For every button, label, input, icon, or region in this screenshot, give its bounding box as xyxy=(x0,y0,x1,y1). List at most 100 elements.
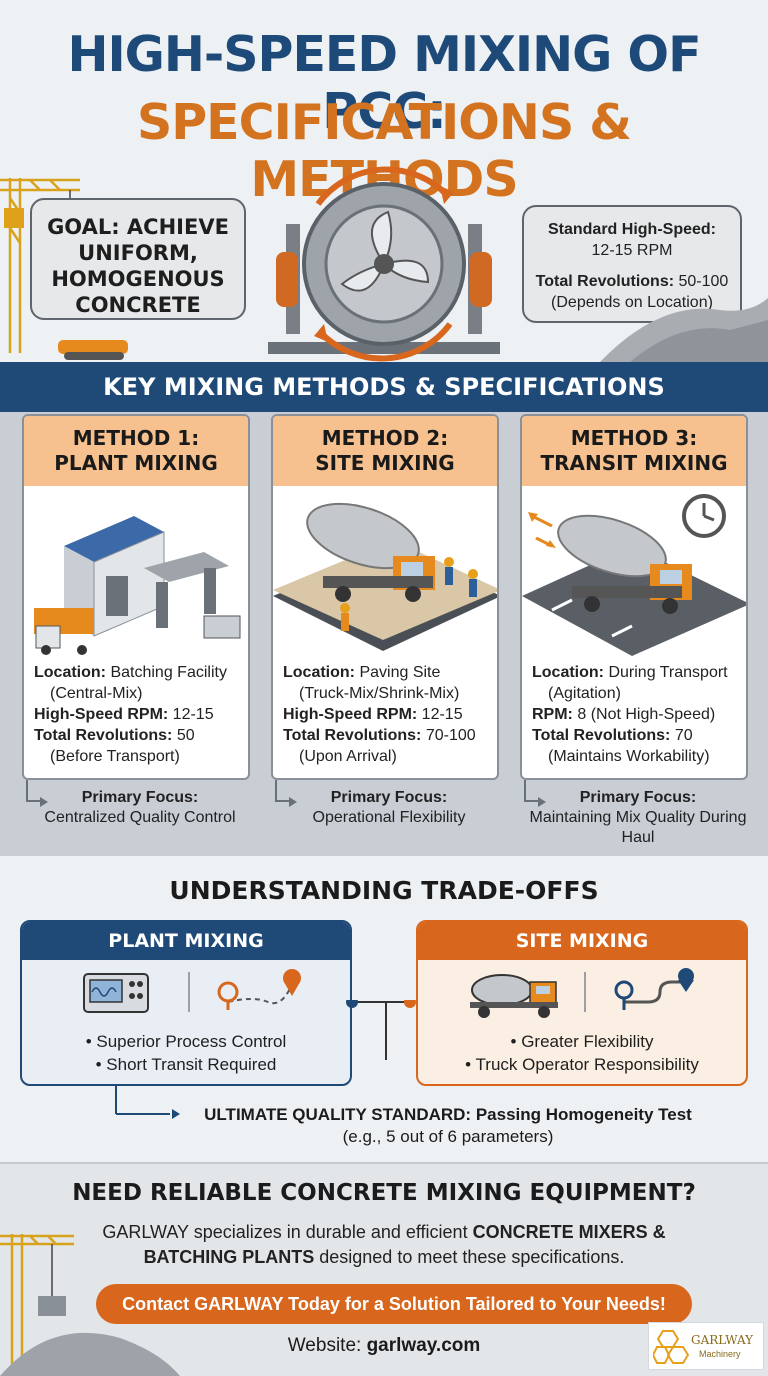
method-card-plant: METHOD 1: PLANT MIXING Location: Batchin… xyxy=(22,414,250,780)
spec-value-2: 50-100 xyxy=(678,273,729,290)
tradeoffs-title: UNDERSTANDING TRADE-OFFS xyxy=(169,876,599,905)
tradeoff-site-header: SITE MIXING xyxy=(418,922,746,960)
revolutions-note: (Maintains Workability) xyxy=(548,748,710,765)
mixer-truck-icon xyxy=(470,974,558,1018)
ultimate-quality-standard: ULTIMATE QUALITY STANDARD: Passing Homog… xyxy=(178,1104,718,1148)
location-note: (Central-Mix) xyxy=(50,685,143,702)
methods-banner: KEY MIXING METHODS & SPECIFICATIONS xyxy=(0,362,768,412)
focus-label: Primary Focus: xyxy=(330,789,448,806)
excavator-icon xyxy=(58,340,128,360)
focus-connector xyxy=(524,780,538,802)
focus-arrow-icon xyxy=(289,797,297,807)
transit-illustration xyxy=(522,486,746,656)
revolutions-value: 50 xyxy=(176,727,195,744)
plant-bullet-2: • Short Transit Required xyxy=(95,1055,277,1074)
tradeoff-site-box: SITE MIXING • Greater Flexibility • Truc… xyxy=(416,920,748,1086)
method-card-header: METHOD 2: SITE MIXING xyxy=(273,416,497,486)
rpm-value: 12-15 xyxy=(421,706,463,723)
focus-label: Primary Focus: xyxy=(579,789,697,806)
location-note: (Truck-Mix/Shrink-Mix) xyxy=(299,685,460,702)
contact-button[interactable]: Contact GARLWAY Today for a Solution Tai… xyxy=(96,1284,692,1324)
cta-desc-bold: CONCRETE MIXERS & BATCHING PLANTS xyxy=(143,1222,666,1267)
method-name: TRANSIT MIXING xyxy=(540,451,728,475)
method-card-header: METHOD 3: TRANSIT MIXING xyxy=(522,416,746,486)
rpm-label: High-Speed RPM: xyxy=(34,706,169,723)
revolutions-label: Total Revolutions: xyxy=(532,727,671,744)
cta-heading: NEED RELIABLE CONCRETE MIXING EQUIPMENT? xyxy=(72,1180,696,1206)
revolutions-label: Total Revolutions: xyxy=(283,727,422,744)
rpm-value: 12-15 xyxy=(172,706,214,723)
control-panel-icon xyxy=(83,973,149,1013)
crane-bottom-icon xyxy=(0,1234,74,1376)
ultimate-label: ULTIMATE QUALITY STANDARD: xyxy=(204,1105,472,1124)
speed-spec-callout: Standard High-Speed: 12-15 RPM Total Rev… xyxy=(522,205,742,323)
focus-label: Primary Focus: xyxy=(81,789,199,806)
rpm-value: 8 (Not High-Speed) xyxy=(577,706,716,723)
method-card-site: METHOD 2: SITE MIXING Location: Paving S… xyxy=(271,414,499,780)
location-value: Paving Site xyxy=(359,664,441,681)
mixer-drum-icon xyxy=(268,166,500,362)
website-link[interactable]: garlway.com xyxy=(366,1335,481,1356)
location-label: Location: xyxy=(532,664,604,681)
logo-text: GARLWAY xyxy=(691,1333,754,1347)
revolutions-label: Total Revolutions: xyxy=(34,727,173,744)
method-name: PLANT MIXING xyxy=(54,451,218,475)
title-line-2: SPECIFICATIONS & METHODS xyxy=(136,94,632,208)
cta-description: GARLWAY specializes in durable and effic… xyxy=(60,1220,708,1270)
website-label: Website: xyxy=(287,1335,362,1356)
site-illustration xyxy=(273,486,497,656)
location-value: Batching Facility xyxy=(110,664,227,681)
method-card-transit: METHOD 3: TRANSIT MIXING Location: Durin… xyxy=(520,414,748,780)
site-bullet-1: • Greater Flexibility xyxy=(510,1032,654,1051)
cta-desc-post: designed to meet these specifications. xyxy=(319,1247,625,1267)
goal-text: GOAL: ACHIEVE UNIFORM, HOMOGENOUS CONCRE… xyxy=(47,215,229,317)
method-card-header: METHOD 1: PLANT MIXING xyxy=(24,416,248,486)
focus-value: Centralized Quality Control xyxy=(44,809,236,826)
goal-callout: GOAL: ACHIEVE UNIFORM, HOMOGENOUS CONCRE… xyxy=(30,198,246,320)
divider xyxy=(584,972,586,1012)
divider xyxy=(188,972,190,1012)
spec-label-1: Standard High-Speed: xyxy=(547,221,716,238)
tradeoff-plant-header: PLANT MIXING xyxy=(22,922,350,960)
ultimate-note: (e.g., 5 out of 6 parameters) xyxy=(342,1127,554,1146)
focus-value: Operational Flexibility xyxy=(312,809,466,826)
focus-arrow-icon xyxy=(538,797,546,807)
spec-label-2: Total Revolutions: xyxy=(535,273,675,290)
revolutions-note: (Before Transport) xyxy=(50,748,180,765)
site-bullet-2: • Truck Operator Responsibility xyxy=(465,1055,699,1074)
revolutions-value: 70 xyxy=(674,727,693,744)
primary-focus-plant: Primary Focus: Centralized Quality Contr… xyxy=(26,788,254,828)
spec-note: (Depends on Location) xyxy=(551,294,713,311)
gravel-pile-bottom-icon xyxy=(0,1332,180,1376)
primary-focus-transit: Primary Focus: Maintaining Mix Quality D… xyxy=(524,788,752,848)
location-label: Location: xyxy=(283,664,355,681)
logo-hexagon-icon xyxy=(653,1330,689,1364)
site-mixing-truck-icon xyxy=(273,502,497,651)
garlway-logo: GARLWAY Machinery xyxy=(648,1322,764,1370)
ultimate-value: Passing Homogeneity Test xyxy=(475,1105,692,1124)
focus-value: Maintaining Mix Quality During Haul xyxy=(529,809,747,846)
title-line-1: HIGH-SPEED MIXING OF PCC: xyxy=(67,26,701,140)
rpm-label: RPM: xyxy=(532,706,573,723)
transit-mixer-truck-icon xyxy=(522,494,746,656)
method-number: METHOD 2: xyxy=(321,426,449,450)
tradeoff-connector xyxy=(115,1000,416,1119)
cta-desc-pre: GARLWAY specializes in durable and effic… xyxy=(102,1222,468,1242)
short-route-icon xyxy=(217,969,301,1010)
logo-subtext: Machinery xyxy=(699,1349,741,1359)
batching-plant-icon xyxy=(34,516,241,655)
method-number: METHOD 3: xyxy=(570,426,698,450)
location-note: (Agitation) xyxy=(548,685,621,702)
primary-focus-site: Primary Focus: Operational Flexibility xyxy=(275,788,503,828)
revolutions-value: 70-100 xyxy=(425,727,476,744)
website-line: Website: garlway.com xyxy=(0,1335,768,1357)
plant-illustration xyxy=(24,486,248,656)
focus-connector xyxy=(275,780,289,802)
spec-value-1: 12-15 RPM xyxy=(591,242,673,259)
revolutions-note: (Upon Arrival) xyxy=(299,748,397,765)
flexible-route-icon xyxy=(614,968,694,1010)
gravel-pile-icon xyxy=(600,298,768,362)
location-label: Location: xyxy=(34,664,106,681)
location-value: During Transport xyxy=(608,664,728,681)
focus-connector xyxy=(26,780,40,802)
